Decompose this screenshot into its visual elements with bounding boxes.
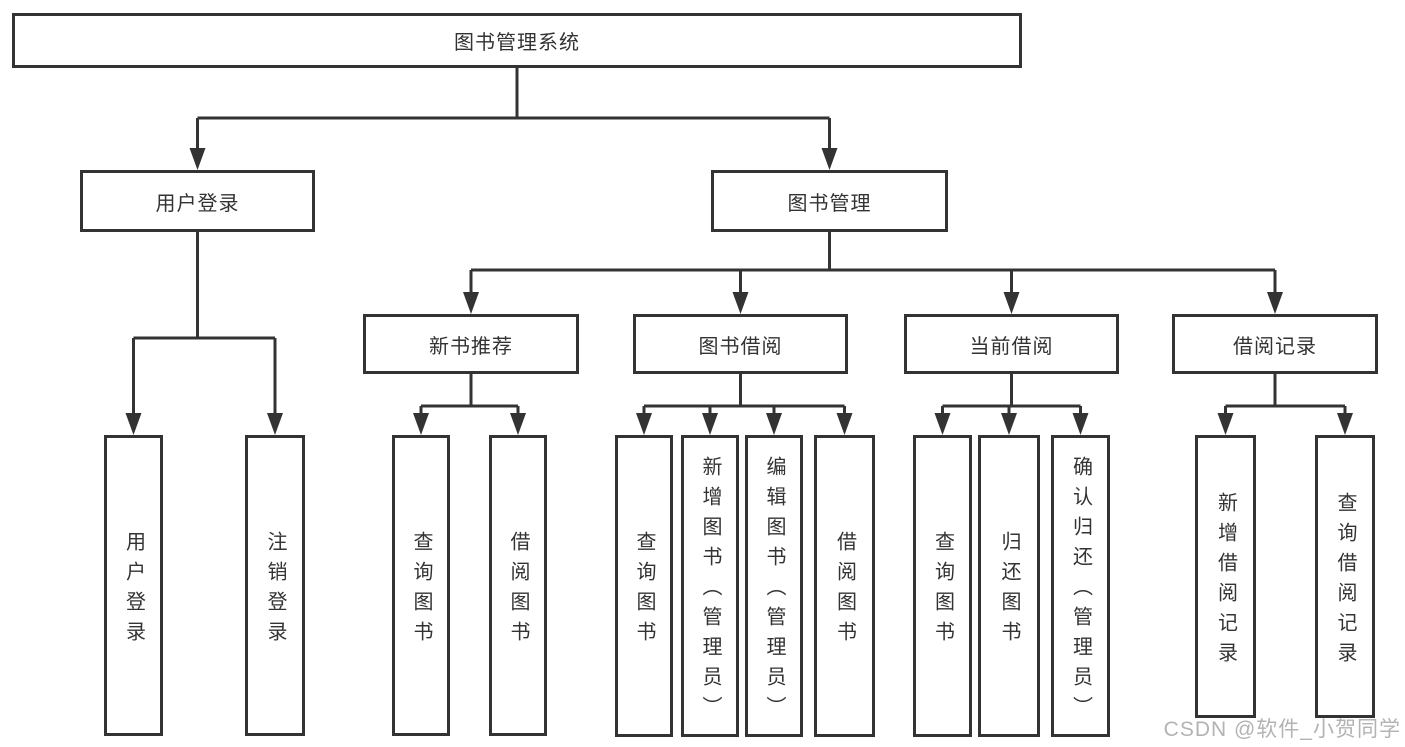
node-book-borrowing: 图书借阅	[633, 314, 848, 374]
node-book-management: 图书管理	[711, 170, 948, 232]
leaf-return-books: 归还图书	[978, 435, 1040, 737]
node-label: 图书管理系统	[454, 32, 580, 54]
node-label: 新增借阅记录	[1214, 491, 1237, 672]
arrow-down-icon	[1337, 413, 1353, 435]
leaf-user-login: 用户登录	[104, 435, 163, 736]
arrow-down-icon	[125, 413, 142, 435]
leaf-add-borrow-record: 新增借阅记录	[1195, 435, 1256, 718]
leaf-confirm-return-admin: 确认归还（管理员）	[1051, 435, 1110, 737]
arrow-down-icon	[636, 413, 652, 435]
arrow-down-icon	[1001, 413, 1017, 435]
leaf-query-books-recommend: 查询图书	[392, 435, 450, 736]
node-label: 新书推荐	[429, 335, 513, 358]
node-label: 图书管理	[787, 192, 872, 215]
arrow-down-icon	[836, 413, 853, 435]
arrow-down-icon	[702, 413, 718, 435]
leaf-borrow-books-borrowing: 借阅图书	[814, 435, 875, 737]
arrow-down-icon	[267, 413, 283, 435]
node-borrowing-records: 借阅记录	[1172, 314, 1378, 374]
node-label: 查询图书	[410, 530, 432, 651]
node-user-login: 用户登录	[80, 170, 315, 232]
node-label: 新增图书（管理员）	[699, 456, 721, 726]
arrowhead-icons	[125, 148, 1353, 435]
leaf-query-books-borrowing: 查询图书	[615, 435, 673, 737]
node-label: 当前借阅	[969, 335, 1054, 358]
node-label: 查询借阅记录	[1334, 491, 1356, 672]
arrow-down-icon	[1267, 292, 1283, 314]
node-current-borrowing: 当前借阅	[904, 314, 1119, 374]
arrow-down-icon	[732, 292, 749, 314]
leaf-query-books-current: 查询图书	[913, 435, 972, 737]
node-label: 注销登录	[264, 530, 286, 651]
node-label: 用户登录	[122, 530, 145, 651]
arrow-down-icon	[934, 413, 951, 435]
arrow-down-icon	[1072, 413, 1089, 435]
leaf-add-book-admin: 新增图书（管理员）	[681, 435, 739, 737]
arrow-down-icon	[821, 148, 838, 170]
node-label: 借阅图书	[833, 531, 856, 651]
leaf-logout: 注销登录	[245, 435, 305, 736]
csdn-watermark: CSDN @软件_小贺同学	[1163, 718, 1401, 741]
node-library-management-system: 图书管理系统	[12, 13, 1022, 68]
connector-lines	[132, 68, 1347, 431]
arrow-down-icon	[510, 413, 526, 435]
node-label: 查询图书	[633, 531, 655, 651]
leaf-edit-book-admin: 编辑图书（管理员）	[745, 435, 803, 737]
arrow-down-icon	[463, 292, 479, 314]
leaf-query-borrow-record: 查询借阅记录	[1315, 435, 1375, 718]
arrow-down-icon	[766, 413, 782, 435]
node-label: 确认归还（管理员）	[1069, 456, 1092, 726]
node-label: 归还图书	[998, 531, 1020, 651]
node-label: 图书借阅	[698, 335, 783, 358]
node-label: 借阅记录	[1233, 335, 1317, 358]
arrow-down-icon	[1217, 413, 1234, 435]
leaf-borrow-books-recommend: 借阅图书	[489, 435, 547, 736]
arrow-down-icon	[189, 148, 206, 170]
node-label: 查询图书	[931, 531, 954, 651]
arrow-down-icon	[413, 413, 429, 435]
node-label: 借阅图书	[507, 530, 529, 651]
node-label: 用户登录	[155, 192, 240, 215]
node-label: 编辑图书（管理员）	[763, 456, 785, 726]
arrow-down-icon	[1003, 292, 1020, 314]
node-new-book-recommendation: 新书推荐	[363, 314, 579, 374]
